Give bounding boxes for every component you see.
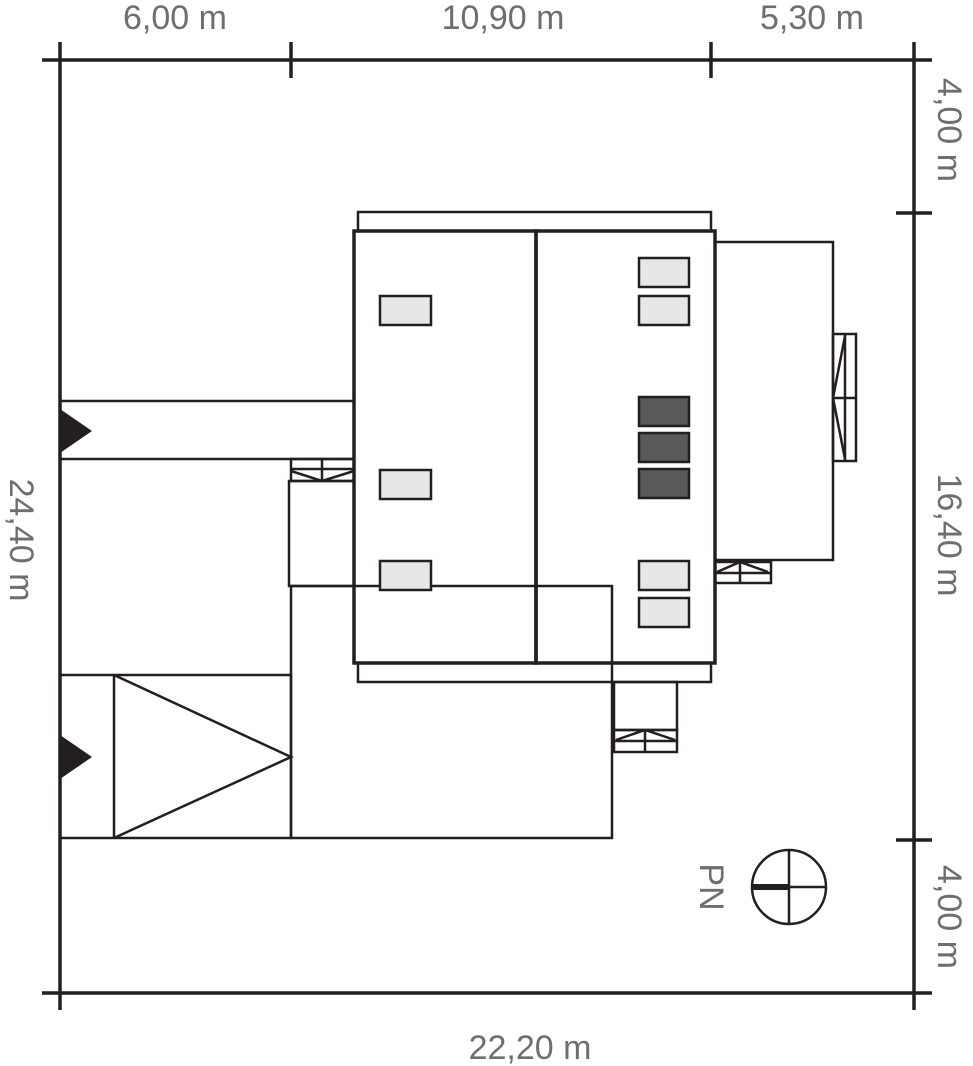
- dim-right-top: 4,00 m: [930, 78, 968, 182]
- dim-top-left: 6,00 m: [123, 0, 227, 37]
- dim-bottom: 22,20 m: [469, 1029, 592, 1066]
- roof-windows: [378, 256, 691, 629]
- garage-roof: [287, 479, 614, 840]
- stairs-terrace-south: [713, 560, 773, 585]
- main-house-roof: [352, 210, 717, 684]
- skylight: [378, 559, 433, 592]
- solar-panel: [637, 395, 691, 428]
- skylight: [637, 294, 691, 327]
- stairs-left: [289, 457, 356, 483]
- north-compass-icon: [750, 848, 828, 926]
- skylight: [378, 294, 433, 327]
- dim-right-bottom: 4,00 m: [930, 865, 968, 969]
- solar-panel: [637, 467, 691, 500]
- rear-porch: [612, 680, 679, 754]
- stairs-terrace-east: [831, 332, 858, 463]
- terrace: [713, 240, 835, 562]
- skylight: [637, 256, 691, 289]
- pedestrian-path: [58, 399, 356, 461]
- skylight: [637, 559, 691, 592]
- dim-top-right: 5,30 m: [760, 0, 864, 37]
- skylight: [637, 596, 691, 629]
- solar-panel: [637, 431, 691, 464]
- driveway: [58, 673, 294, 840]
- compass-label: PN: [692, 863, 730, 910]
- entrance-marker-icon: [60, 409, 92, 453]
- skylight: [378, 468, 433, 501]
- dim-top-middle: 10,90 m: [442, 0, 565, 37]
- entrance-marker-icon: [60, 735, 92, 779]
- dim-left: 24,40 m: [2, 479, 40, 602]
- dimension-lines: [42, 42, 932, 1010]
- dim-right-middle: 16,40 m: [930, 474, 968, 597]
